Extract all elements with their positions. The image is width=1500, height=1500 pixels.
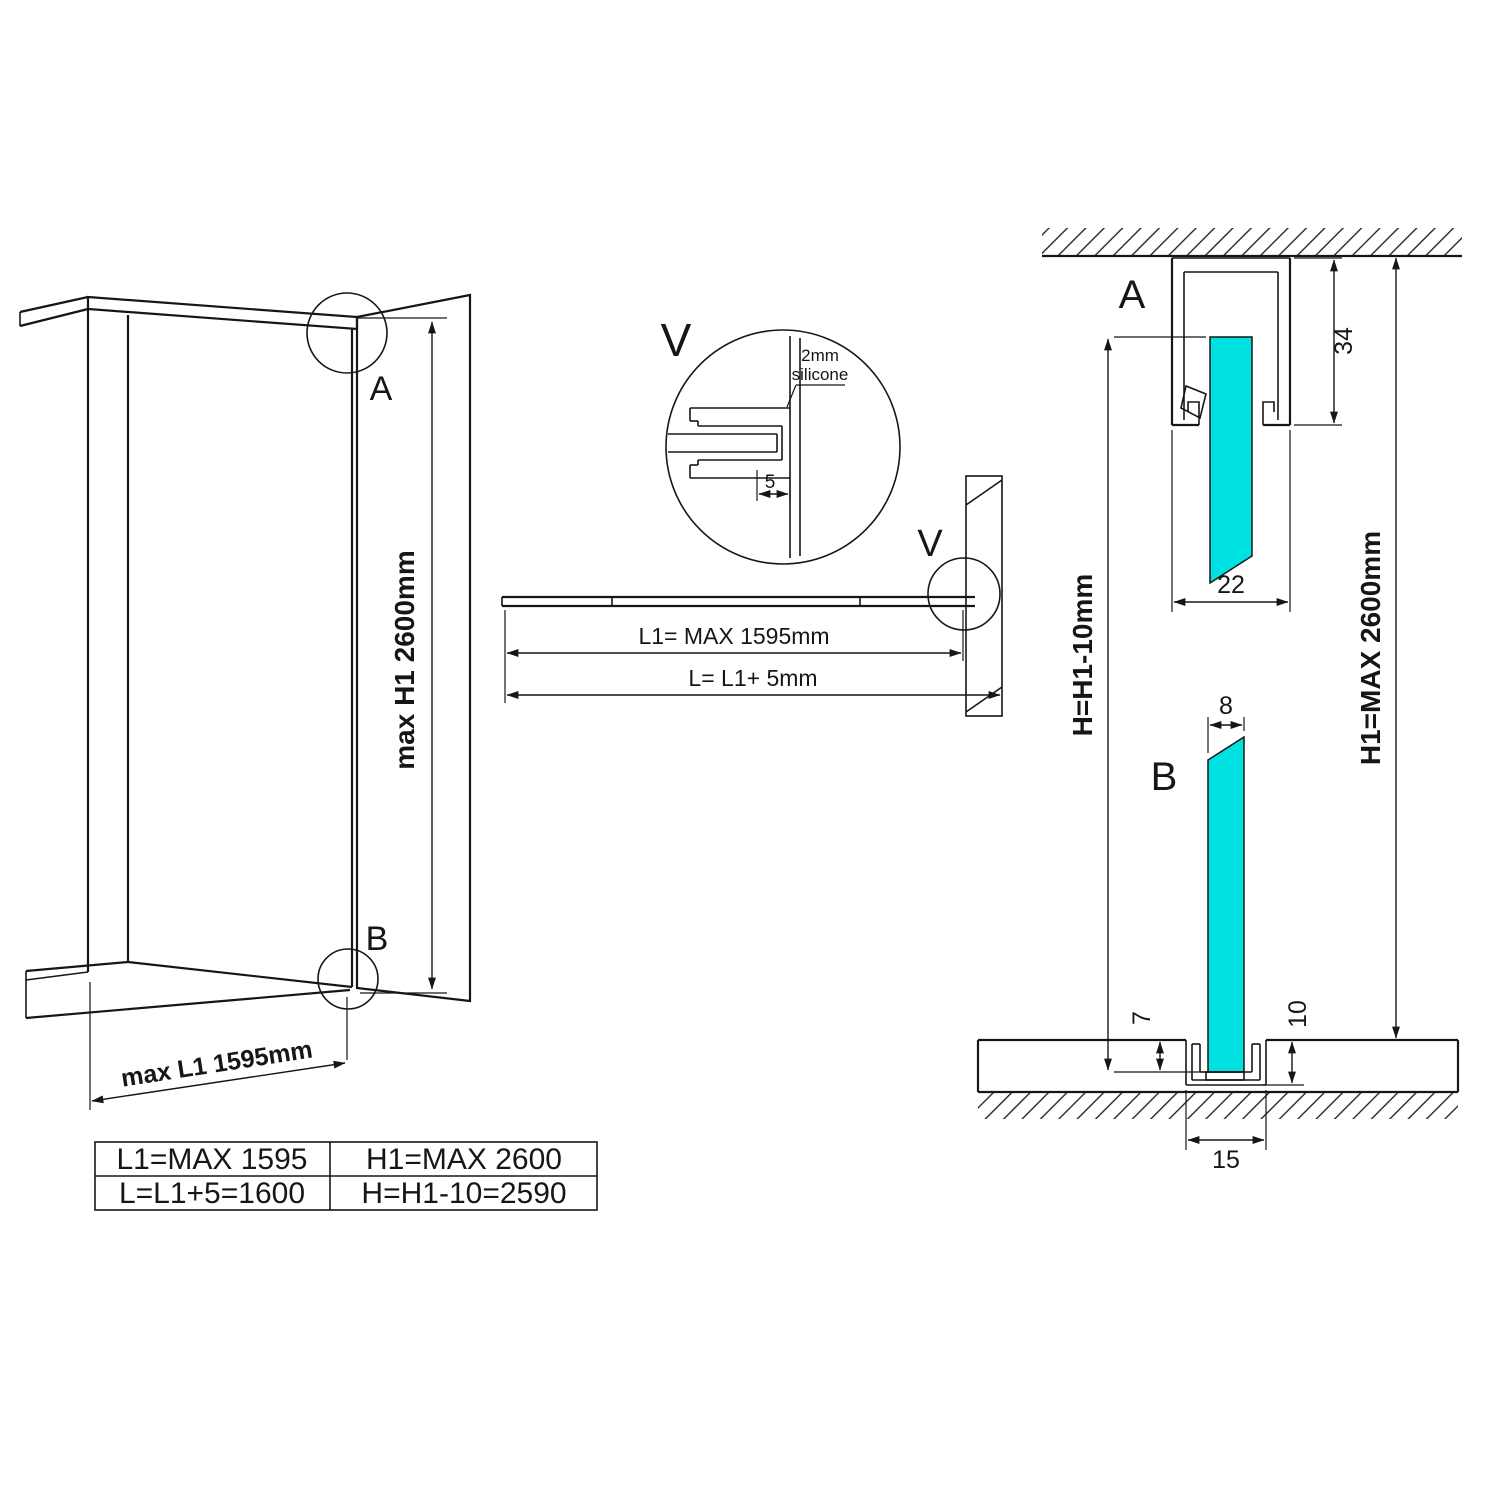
height-dimensions: H=H1-10mm H1=MAX 2600mm xyxy=(1067,257,1400,1073)
dim-h1-group: H1=MAX 2600mm xyxy=(1355,257,1400,1039)
dim-l-group: L= L1+ 5mm xyxy=(504,661,1001,703)
table-cell-l: L=L1+5=1600 xyxy=(119,1177,305,1210)
detail-v-label: V xyxy=(661,314,692,366)
detail-marker-b xyxy=(317,948,379,1010)
detail-circle xyxy=(665,329,901,565)
detail-glass xyxy=(668,433,778,453)
panel-outline xyxy=(86,293,472,1003)
section-b-label: B xyxy=(1151,755,1178,799)
dim-h1-label: H1=MAX 2600mm xyxy=(1355,531,1386,765)
dim-height-group: max H1 2600mm xyxy=(357,317,447,994)
dim-h-label: H=H1-10mm xyxy=(1067,574,1098,737)
detail-v: V 2mm silicone xyxy=(661,314,901,565)
detail-wall xyxy=(789,336,801,558)
dim-8-label: 8 xyxy=(1219,692,1233,720)
dim-34-label: 34 xyxy=(1330,327,1358,355)
glass-plan xyxy=(501,595,975,608)
glass-section-a xyxy=(1209,336,1253,585)
dim-l-label: L= L1+ 5mm xyxy=(688,665,817,691)
dim-length-group: max L1 1595mm xyxy=(89,982,348,1110)
silicone-note-line1: 2mm xyxy=(801,346,839,365)
label-a: A xyxy=(370,370,393,408)
table-cell-l1: L1=MAX 1595 xyxy=(117,1143,308,1176)
dim-5-label: 5 xyxy=(765,472,776,493)
dimension-table: L1=MAX 1595 H1=MAX 2600 L=L1+5=1600 H=H1… xyxy=(94,1141,598,1211)
detail-marker-v xyxy=(927,557,1001,631)
dim-l1-label: L1= MAX 1595mm xyxy=(638,623,829,649)
dim-22-label: 22 xyxy=(1217,571,1245,599)
glass-section-b xyxy=(1207,735,1245,1073)
floor-hatch xyxy=(978,1093,1458,1119)
table-cell-h1: H1=MAX 2600 xyxy=(366,1143,562,1176)
dim-8-group: 8 xyxy=(1207,692,1245,753)
dim-10-group: 10 xyxy=(1262,1000,1312,1086)
wall-corner-lines xyxy=(19,295,89,328)
table-cell-h: H=H1-10=2590 xyxy=(361,1177,566,1210)
dim-7-group: 7 xyxy=(1128,1011,1164,1071)
dim-max-l1-label: max L1 1595mm xyxy=(119,1035,314,1092)
silicone-note-line2: silicone xyxy=(792,365,849,384)
glass-sheet xyxy=(355,293,472,1003)
floor-profile xyxy=(1191,1043,1261,1081)
top-view: V L1= MAX 1595mm L= L1+ 5mm xyxy=(501,475,1003,717)
label-b: B xyxy=(366,920,389,958)
dim-15-label: 15 xyxy=(1212,1146,1240,1174)
dim-h-group: H=H1-10mm xyxy=(1067,336,1206,1073)
top-view-v-label: V xyxy=(917,523,943,565)
floor-slab xyxy=(976,1038,1460,1119)
dim-max-h1-label: max H1 2600mm xyxy=(389,550,420,769)
ceiling-profile xyxy=(1170,257,1292,427)
section-b: B 8 xyxy=(976,692,1460,1174)
section-a-label: A xyxy=(1119,273,1146,317)
detail-profile xyxy=(689,407,790,479)
detail-marker-a xyxy=(306,292,388,374)
ceiling-hatch xyxy=(1042,228,1462,256)
section-a: A 34 22 xyxy=(1042,228,1462,612)
dim-silicone-depth: 5 xyxy=(756,470,791,501)
floor-lines xyxy=(25,960,351,1020)
dim-10-label: 10 xyxy=(1284,1000,1312,1028)
dim-7-label: 7 xyxy=(1128,1011,1156,1025)
dim-15-group: 15 xyxy=(1185,1090,1267,1174)
dim-l1-group: L1= MAX 1595mm xyxy=(504,610,964,661)
dim-22-group: 22 xyxy=(1171,430,1291,612)
perspective-view: A B max H1 2600mm max L1 1595mm xyxy=(19,292,472,1110)
dim-34-group: 34 xyxy=(1294,257,1358,426)
silicone-note: 2mm silicone xyxy=(786,346,849,408)
